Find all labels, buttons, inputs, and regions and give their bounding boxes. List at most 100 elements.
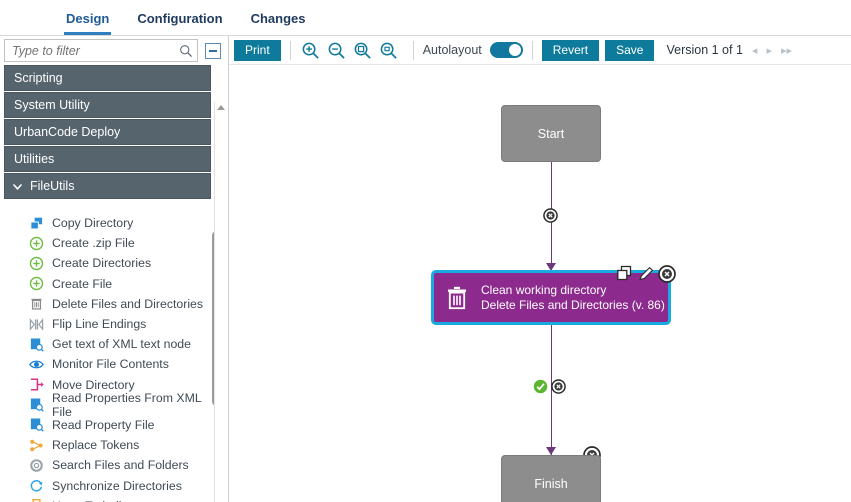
move-directory-icon [30, 378, 44, 391]
sidebar-category-utilities[interactable]: Utilities [4, 146, 211, 172]
top-tab-bar: Design Configuration Changes [0, 0, 851, 36]
nav-next-icon[interactable]: ▸ [766, 44, 772, 57]
copy-directory-icon [29, 217, 42, 230]
list-item[interactable]: Get text of XML text node [4, 334, 211, 354]
copy-directory-icon [28, 215, 44, 231]
list-item-label: Monitor File Contents [52, 357, 169, 372]
print-button[interactable]: Print [234, 39, 281, 61]
tab-changes[interactable]: Changes [250, 11, 306, 26]
category-label: FileUtils [30, 179, 75, 193]
xml-search-icon [28, 417, 44, 433]
autolayout-label: Autolayout [422, 43, 482, 57]
list-item[interactable]: Untar Tarball [4, 496, 211, 502]
tarball-icon [28, 498, 44, 502]
step-node-text: Clean working directory Delete Files and… [481, 283, 665, 313]
nav-last-icon[interactable]: ▸▸ [780, 44, 793, 57]
list-item[interactable]: Replace Tokens [4, 435, 211, 455]
sidebar-category-urbancode-deploy[interactable]: UrbanCode Deploy [4, 119, 211, 145]
list-item-label: Search Files and Folders [52, 458, 189, 473]
canvas-area: Print [229, 36, 851, 502]
list-item[interactable]: Read Property File [4, 415, 211, 435]
list-item[interactable]: Move Directory [4, 375, 211, 395]
list-item[interactable]: Flip Line Endings [4, 314, 211, 334]
zoom-actual-size-icon[interactable] [378, 39, 400, 61]
version-label: Version 1 of 1 [666, 43, 743, 57]
search-input[interactable] [12, 43, 179, 58]
plus-circle-icon [28, 255, 44, 271]
category-label: Scripting [14, 71, 63, 85]
finish-node[interactable]: Finish [501, 455, 601, 502]
start-node-label: Start [537, 126, 565, 141]
sync-icon [28, 478, 44, 494]
toolbar-divider [289, 40, 291, 60]
move-directory-icon [28, 377, 44, 393]
plus-circle-icon [28, 235, 44, 251]
search-icon[interactable] [179, 44, 193, 58]
list-item-label: Create Directories [52, 256, 152, 271]
eye-icon [28, 356, 44, 372]
sidebar-category-scripting[interactable]: Scripting [4, 65, 211, 91]
list-item[interactable]: Delete Files and Directories [4, 294, 211, 314]
list-item[interactable]: Synchronize Directories [4, 475, 211, 495]
xml-search-icon [30, 338, 44, 352]
sidebar-category-system-utility[interactable]: System Utility [4, 92, 211, 118]
list-item[interactable]: Copy Directory [4, 213, 211, 233]
filter-box[interactable] [4, 39, 198, 62]
revert-button[interactable]: Revert [541, 39, 600, 61]
left-panel: Scripting System Utility UrbanCode Deplo… [0, 36, 229, 502]
panel-scrollbar[interactable] [214, 102, 227, 502]
save-button[interactable]: Save [605, 39, 655, 61]
trash-icon [30, 299, 42, 310]
tab-configuration[interactable]: Configuration [137, 11, 223, 26]
list-item[interactable]: Read Properties From XML File [4, 391, 211, 419]
step-node-clean-working-directory[interactable]: Clean working directory Delete Files and… [431, 265, 676, 325]
list-item-label: Copy Directory [52, 216, 134, 231]
step-node-title: Clean working directory [481, 282, 607, 297]
list-item-label: Flip Line Endings [52, 317, 147, 332]
tarball-icon [31, 499, 41, 502]
sidebar-category-fileutils[interactable]: FileUtils [4, 173, 211, 199]
list-item-label: Create .zip File [52, 236, 135, 251]
eye-icon [28, 360, 44, 369]
sync-icon [30, 480, 42, 492]
finish-node-label: Finish [534, 476, 568, 491]
close-icon[interactable] [658, 265, 676, 283]
category-label: System Utility [14, 98, 90, 112]
start-node[interactable]: Start [501, 105, 601, 162]
edit-pencil-icon[interactable] [637, 265, 655, 283]
zoom-out-icon[interactable] [326, 39, 348, 61]
canvas-toolbar: Print [229, 36, 851, 65]
xml-search-icon [28, 397, 44, 413]
list-item[interactable]: Monitor File Contents [4, 354, 211, 374]
zoom-fit-icon[interactable] [352, 39, 374, 61]
xml-search-icon [28, 336, 44, 352]
autolayout-toggle[interactable] [489, 42, 523, 58]
trash-icon [28, 296, 44, 312]
success-marker[interactable] [533, 379, 548, 394]
edge-remove-marker-top[interactable] [543, 208, 558, 223]
nav-prev-icon[interactable]: ◂ [751, 44, 758, 57]
list-item-label: Replace Tokens [52, 438, 140, 453]
scroll-up-icon[interactable] [217, 105, 225, 110]
chevron-down-icon [12, 183, 23, 190]
list-item[interactable]: Create .zip File [4, 233, 211, 253]
edge-step-to-finish[interactable] [550, 325, 552, 475]
copy-icon[interactable] [616, 265, 634, 283]
list-item[interactable]: Create Directories [4, 253, 211, 273]
list-item[interactable]: Create File [4, 274, 211, 294]
flip-line-endings-icon [29, 317, 43, 331]
workflow-canvas[interactable]: Start Clean working direc [229, 65, 851, 502]
plus-circle-icon [29, 256, 43, 271]
tab-design[interactable]: Design [52, 11, 123, 35]
edge-arrowhead [546, 447, 556, 455]
list-item-label: Read Properties From XML File [52, 390, 202, 419]
xml-search-icon [30, 398, 44, 413]
collapse-all-icon[interactable] [205, 42, 221, 59]
list-item[interactable]: Search Files and Folders [4, 455, 211, 475]
gear-icon [29, 459, 43, 472]
flip-line-endings-icon [28, 316, 44, 332]
edge-remove-marker-mid[interactable] [551, 379, 566, 394]
zoom-in-icon[interactable] [300, 39, 322, 61]
